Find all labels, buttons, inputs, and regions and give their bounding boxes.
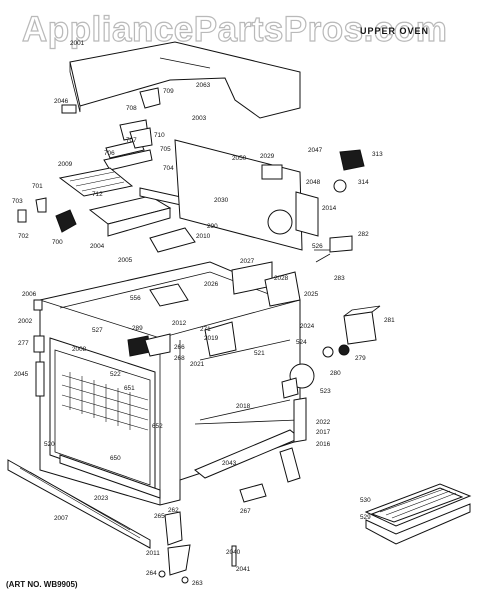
callout-2004: 2004: [90, 243, 105, 250]
callout-263: 263: [192, 580, 203, 587]
callout-2014: 2014: [322, 205, 337, 212]
callout-2025: 2025: [304, 291, 319, 298]
callout-2045: 2045: [14, 371, 29, 378]
callout-2010: 2010: [196, 233, 211, 240]
callout-2006: 2006: [22, 291, 37, 298]
callout-2046: 2046: [54, 98, 69, 105]
callout-651: 651: [124, 385, 135, 392]
callout-2002: 2002: [18, 318, 33, 325]
rear-panel: [174, 139, 319, 251]
callout-281: 281: [384, 317, 395, 324]
hinge-parts: [158, 511, 237, 584]
callout-279: 279: [355, 355, 366, 362]
callout-2026: 2026: [204, 281, 219, 288]
callout-2041: 2041: [236, 566, 251, 573]
callout-282: 282: [358, 231, 369, 238]
callout-2007: 2007: [54, 515, 69, 522]
callout-2019: 2019: [204, 335, 219, 342]
callout-2048: 2048: [306, 179, 321, 186]
callout-2017: 2017: [316, 429, 331, 436]
insulation-blanket: [58, 167, 134, 197]
front-frame-right: [239, 397, 307, 503]
callout-703: 703: [12, 198, 23, 205]
callout-265: 265: [154, 513, 165, 520]
callout-524: 524: [296, 339, 307, 346]
callout-2043: 2043: [222, 460, 237, 467]
art-number: (ART NO. WB9905): [6, 580, 78, 589]
callout-520: 520: [44, 441, 55, 448]
interior-brackets: [127, 261, 301, 357]
callout-530: 530: [360, 497, 371, 504]
callout-705: 705: [160, 146, 171, 153]
vent-parts: [61, 87, 161, 171]
callout-2011: 2011: [146, 550, 160, 557]
callout-527: 527: [92, 327, 103, 334]
callout-2024: 2024: [300, 323, 315, 330]
callout-2040: 2040: [226, 549, 241, 556]
callout-2030: 2030: [214, 197, 229, 204]
callout-702: 702: [18, 233, 29, 240]
callout-267: 267: [240, 508, 251, 515]
watermark: AppliancePartsPros.com: [21, 9, 448, 49]
callout-2018: 2018: [236, 403, 251, 410]
callout-652: 652: [152, 423, 163, 430]
callout-526: 526: [312, 243, 323, 250]
callout-2022: 2022: [316, 419, 331, 426]
convection-motor: [333, 149, 365, 193]
callout-2009: 2009: [58, 161, 73, 168]
callout-2016: 2016: [316, 441, 331, 448]
broiler-pan: [364, 483, 472, 545]
callout-706: 706: [104, 150, 115, 157]
callout-2001: 2001: [70, 40, 85, 47]
callout-2063: 2063: [196, 82, 211, 89]
callout-650: 650: [110, 455, 121, 462]
callout-283: 283: [334, 275, 345, 282]
callout-700: 700: [52, 239, 63, 246]
callout-280: 280: [330, 370, 341, 377]
callout-2027: 2027: [240, 258, 255, 265]
callout-2028: 2028: [274, 275, 289, 282]
small-brackets: [17, 197, 77, 233]
callout-2050: 2050: [232, 155, 247, 162]
callout-289: 289: [132, 325, 143, 332]
callout-710: 710: [154, 132, 165, 139]
side-trim-left: [33, 299, 45, 397]
rear-element-bracket: [314, 235, 353, 263]
callout-704: 704: [163, 165, 174, 172]
callout-523: 523: [320, 388, 331, 395]
callout-264: 264: [146, 570, 157, 577]
callout-708: 708: [126, 105, 137, 112]
callout-521: 521: [254, 350, 265, 357]
light-assembly: [281, 305, 381, 399]
section-title: UPPER OVEN: [360, 26, 430, 36]
bottom-trim: [7, 459, 151, 549]
callout-271: 271: [200, 326, 211, 333]
callout-2003: 2003: [192, 115, 207, 122]
callout-701: 701: [32, 183, 43, 190]
callout-2023: 2023: [94, 495, 109, 502]
callout-707: 707: [126, 137, 137, 144]
callout-556: 556: [130, 295, 141, 302]
oven-cavity: [39, 261, 301, 506]
callout-313: 313: [372, 151, 383, 158]
top-wrapper-panel: [69, 41, 301, 119]
callout-268: 268: [174, 355, 185, 362]
callout-522: 522: [110, 371, 121, 378]
callout-314: 314: [358, 179, 369, 186]
callout-709: 709: [163, 88, 174, 95]
callout-2008: 2008: [72, 346, 87, 353]
callout-2012: 2012: [172, 320, 187, 327]
callout-277: 277: [18, 340, 29, 347]
callout-529: 529: [360, 514, 371, 521]
callout-2021: 2021: [190, 361, 205, 368]
callout-262: 262: [168, 507, 179, 514]
callout-712: 712: [92, 191, 103, 198]
callout-290: 290: [207, 223, 218, 230]
callout-2005: 2005: [118, 257, 133, 264]
callout-2047: 2047: [308, 147, 323, 154]
callout-2029: 2029: [260, 153, 275, 160]
callout-266: 266: [174, 344, 185, 351]
